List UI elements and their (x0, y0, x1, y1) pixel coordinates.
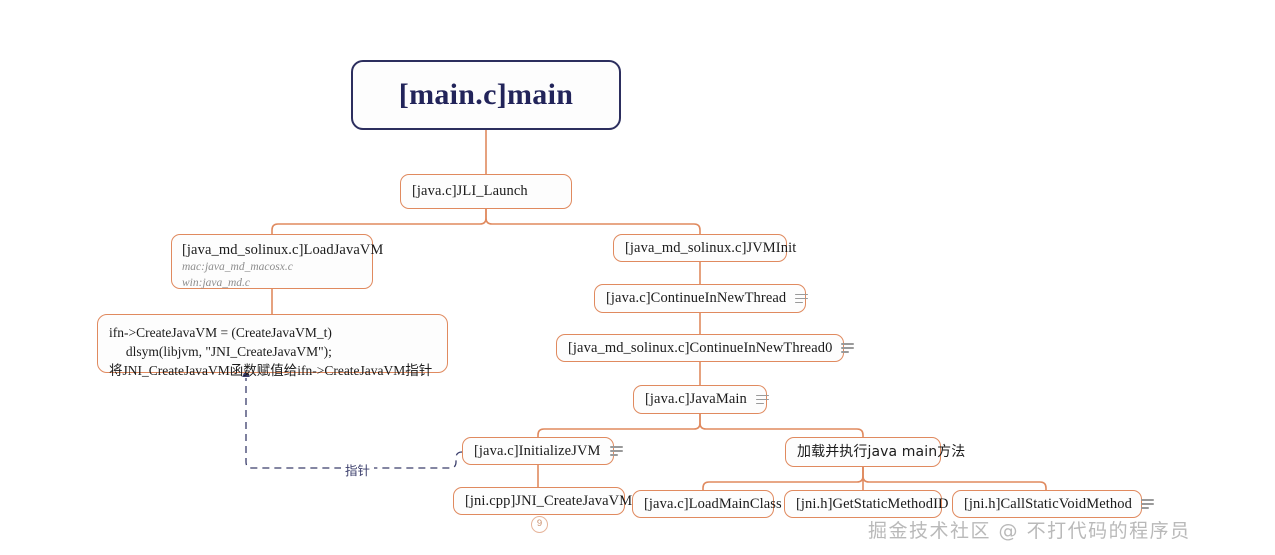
note-icon[interactable] (1140, 497, 1154, 511)
node-jvminit[interactable]: [java_md_solinux.c]JVMInit (613, 234, 796, 262)
node-initializejvm[interactable]: [java.c]InitializeJVM (462, 437, 623, 465)
node-continue-in-new-thread-label: [java.c]ContinueInNewThread (606, 290, 787, 307)
node-javamain[interactable]: [java.c]JavaMain (633, 385, 769, 414)
node-continue-in-new-thread[interactable]: [java.c]ContinueInNewThread (594, 284, 809, 313)
node-continue-in-new-thread0[interactable]: [java_md_solinux.c]ContinueInNewThread0 (556, 334, 855, 362)
code-line-3: 将JNI_CreateJavaVM函数赋值给ifn->CreateJavaVM指… (109, 363, 433, 379)
node-createjavavm-code[interactable]: ifn->CreateJavaVM = (CreateJavaVM_t) dls… (97, 314, 448, 378)
node-jni-createjavavm-label: [jni.cpp]JNI_CreateJavaVM (465, 492, 633, 509)
node-jvminit-label: [java_md_solinux.c]JVMInit (625, 239, 797, 256)
watermark: 掘金技术社区 @ 不打代码的程序员 (868, 520, 1191, 542)
code-line-2: dlsym(libjvm, "JNI_CreateJavaVM"); (109, 344, 332, 360)
note-icon[interactable] (755, 392, 769, 406)
node-callstaticvoidmethod[interactable]: [jni.h]CallStaticVoidMethod (952, 490, 1154, 518)
code-line-1: ifn->CreateJavaVM = (CreateJavaVM_t) (109, 325, 332, 340)
node-loadjavavm-sub-mac: mac:java_md_macosx.c (182, 260, 293, 273)
node-getstaticmethodid-label: [jni.h]GetStaticMethodID (796, 495, 949, 512)
node-getstaticmethodid[interactable]: [jni.h]GetStaticMethodID (784, 490, 949, 518)
node-main-label: [main.c]main (398, 77, 574, 111)
node-loadjavavm-sub-win: win:java_md.c (182, 277, 251, 290)
note-icon[interactable] (841, 341, 855, 355)
node-jli-launch-label: [java.c]JLI_Launch (412, 183, 528, 200)
node-jli-launch[interactable]: [java.c]JLI_Launch (400, 174, 572, 209)
node-loadmainclass[interactable]: [java.c]LoadMainClass (632, 490, 782, 518)
node-main[interactable]: [main.c]main (351, 60, 621, 130)
node-callstaticvoidmethod-label: [jni.h]CallStaticVoidMethod (964, 495, 1132, 512)
node-initializejvm-label: [java.c]InitializeJVM (474, 442, 601, 459)
note-icon[interactable] (609, 444, 623, 458)
node-loadmainclass-label: [java.c]LoadMainClass (644, 495, 782, 512)
node-continue-in-new-thread0-label: [java_md_solinux.c]ContinueInNewThread0 (568, 339, 833, 356)
pointer-annotation-label: 指针 (341, 460, 375, 479)
collapsed-count-badge[interactable]: 9 (531, 516, 548, 533)
node-loadjavavm-label: [java_md_solinux.c]LoadJavaVM (182, 242, 384, 258)
node-loadjavavm[interactable]: [java_md_solinux.c]LoadJavaVM mac:java_m… (171, 234, 384, 290)
node-run-java-main[interactable]: 加载并执行java main方法 (785, 437, 965, 467)
node-jni-createjavavm[interactable]: [jni.cpp]JNI_CreateJavaVM (453, 487, 632, 515)
note-icon[interactable] (795, 291, 809, 305)
node-run-java-main-label: 加载并执行java main方法 (797, 443, 966, 460)
node-javamain-label: [java.c]JavaMain (645, 391, 747, 408)
